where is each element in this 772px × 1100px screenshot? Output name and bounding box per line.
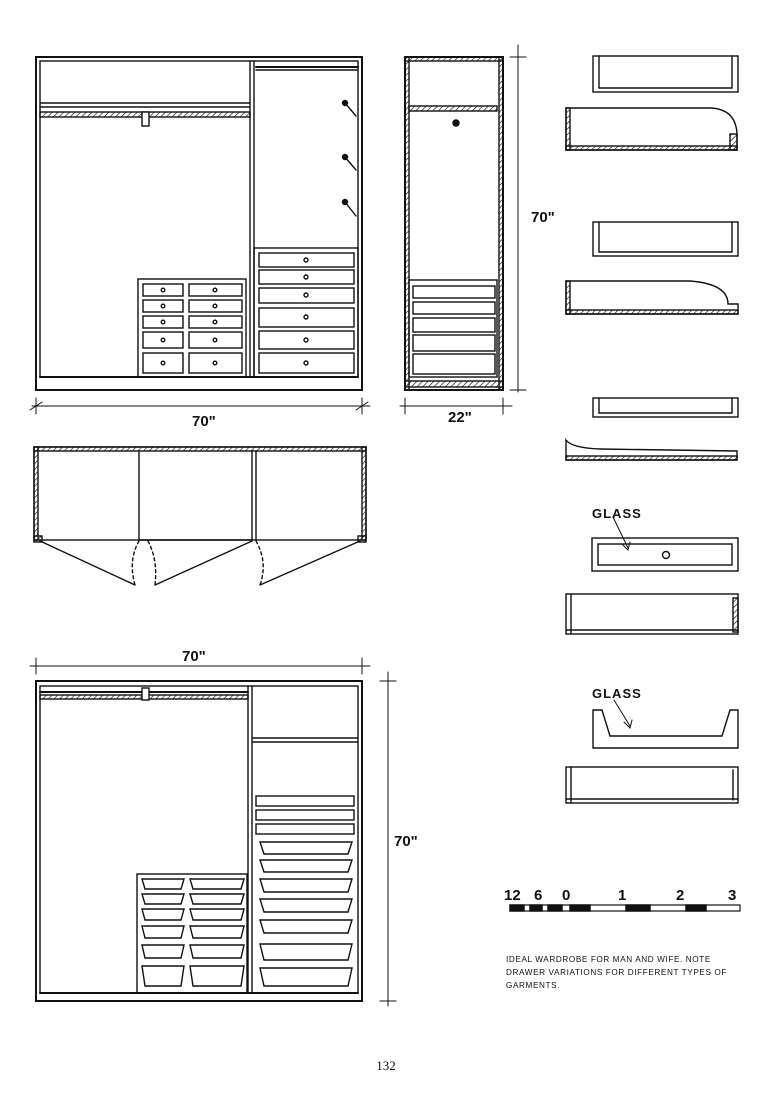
front-elevation-top: [29, 56, 371, 415]
drawer-detail-glass-1: [565, 516, 739, 635]
dimension-width-top: 70": [192, 413, 216, 430]
scale-label-3: 3: [728, 887, 736, 904]
small-drawer-block: [142, 283, 243, 374]
scale-label-0: 0: [562, 887, 570, 904]
drawer-detail-1: [565, 55, 739, 151]
drawer-detail-3: [565, 397, 739, 461]
dimension-width-bottom: 70": [182, 648, 206, 665]
figure-caption: IDEAL WARDROBE FOR MAN AND WIFE. NOTE DR…: [506, 955, 727, 990]
dimension-depth-side: 22": [448, 409, 472, 426]
front-elevation-bottom: [29, 657, 397, 1007]
scale-label-2: 2: [676, 887, 684, 904]
small-tray-block: [141, 878, 245, 987]
scale-label-6: 6: [534, 887, 542, 904]
page-number: 132: [376, 1058, 396, 1073]
scale-bar: [509, 904, 741, 912]
scale-label-12: 12: [504, 887, 521, 904]
drawer-detail-glass-2: [565, 699, 739, 804]
tie-hooks: [341, 99, 357, 217]
glass-label-1: GLASS: [592, 506, 642, 521]
right-drawer-stack: [258, 252, 355, 374]
right-tray-stack: [255, 795, 355, 987]
side-section: [399, 44, 527, 415]
scale-label-1: 1: [618, 887, 626, 904]
glass-label-2: GLASS: [592, 686, 642, 701]
dimension-height-bottom: 70": [394, 833, 418, 850]
plan-view: [33, 446, 367, 586]
drawer-detail-2: [565, 221, 739, 315]
dimension-height-side: 70": [531, 209, 555, 226]
